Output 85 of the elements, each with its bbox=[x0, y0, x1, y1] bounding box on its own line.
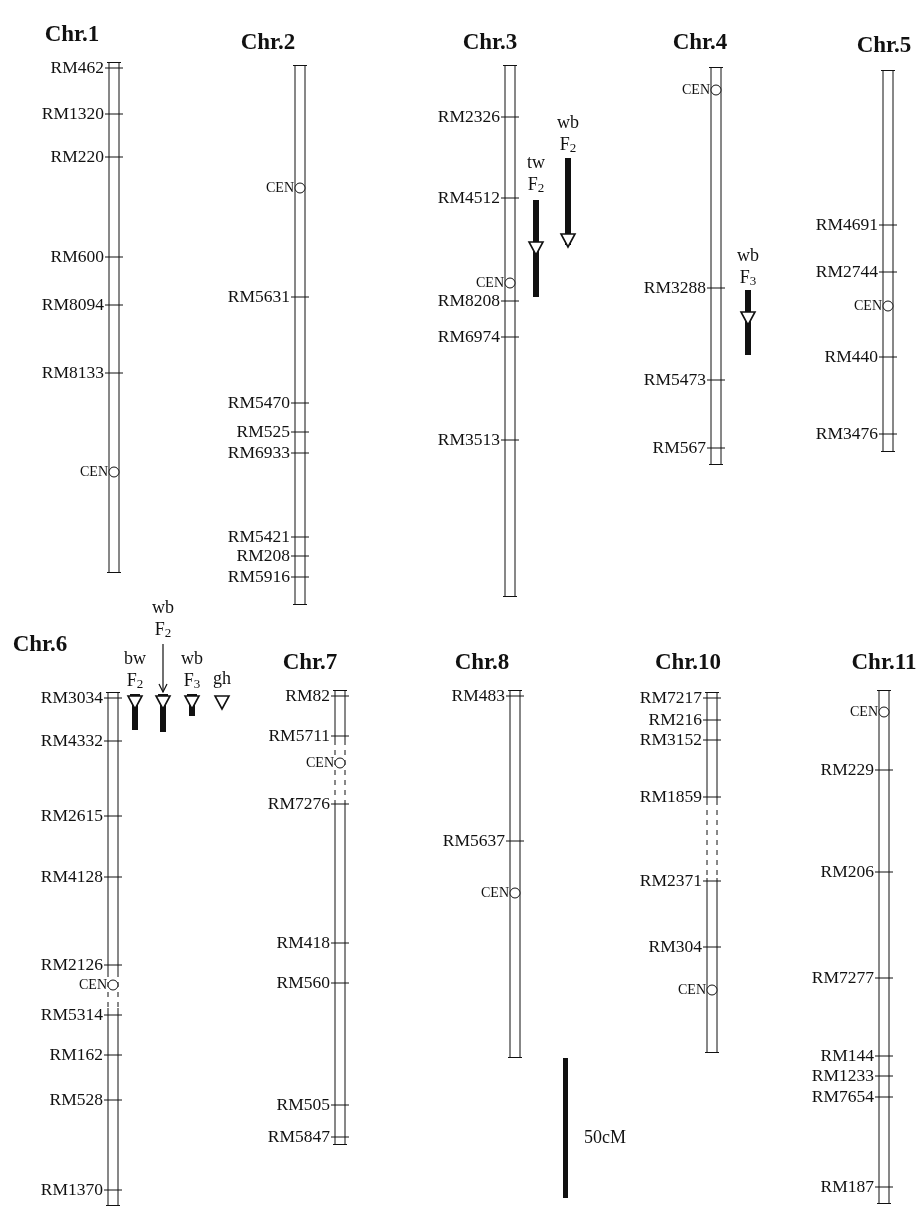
marker-label: RM2126 bbox=[40, 956, 103, 974]
marker-label: RM7276 bbox=[267, 795, 330, 813]
marker-label: RM525 bbox=[236, 423, 290, 441]
centromere-label: CEN bbox=[850, 705, 878, 719]
marker-label: RM3152 bbox=[639, 731, 702, 749]
marker-label: RM162 bbox=[49, 1046, 103, 1064]
qtl-label: wb F$_{3}$ bbox=[181, 647, 203, 693]
marker-label: RM5916 bbox=[227, 568, 290, 586]
qtl-label: gh bbox=[213, 667, 231, 689]
centromere-label: CEN bbox=[266, 181, 294, 195]
marker-label: RM1859 bbox=[639, 788, 702, 806]
marker-label: RM5637 bbox=[442, 832, 505, 850]
scale-label: 50cM bbox=[584, 1128, 626, 1146]
marker-label: RM3513 bbox=[437, 431, 500, 449]
marker-label: RM440 bbox=[824, 348, 878, 366]
qtl-label: wb F$_{2}$ bbox=[557, 111, 579, 157]
marker-label: RM216 bbox=[648, 711, 702, 729]
marker-label: RM4128 bbox=[40, 868, 103, 886]
centromere-label: CEN bbox=[79, 978, 107, 992]
centromere-label: CEN bbox=[306, 756, 334, 770]
marker-label: RM3476 bbox=[815, 425, 878, 443]
marker-label: RM462 bbox=[50, 59, 104, 77]
marker-label: RM5631 bbox=[227, 288, 290, 306]
chromosome-title: Chr.2 bbox=[240, 30, 296, 53]
marker-label: RM144 bbox=[820, 1047, 874, 1065]
marker-label: RM4512 bbox=[437, 189, 500, 207]
marker-label: RM8094 bbox=[41, 296, 104, 314]
marker-label: RM206 bbox=[820, 863, 874, 881]
centromere-label: CEN bbox=[476, 276, 504, 290]
marker-label: RM6933 bbox=[227, 444, 290, 462]
marker-label: RM7277 bbox=[811, 969, 874, 987]
chromosome-title: Chr.3 bbox=[462, 30, 518, 53]
marker-label: RM560 bbox=[276, 974, 330, 992]
chromosome-title: Chr.8 bbox=[454, 650, 510, 673]
centromere-label: CEN bbox=[80, 465, 108, 479]
marker-label: RM220 bbox=[50, 148, 104, 166]
marker-label: RM505 bbox=[276, 1096, 330, 1114]
marker-label: RM6974 bbox=[437, 328, 500, 346]
marker-label: RM5421 bbox=[227, 528, 290, 546]
chromosome-title: Chr.4 bbox=[672, 30, 728, 53]
marker-label: RM600 bbox=[50, 248, 104, 266]
marker-label: RM2744 bbox=[815, 263, 878, 281]
chromosome-title: Chr.7 bbox=[282, 650, 338, 673]
qtl-label: wb F$_{3}$ bbox=[737, 244, 759, 290]
marker-label: RM2371 bbox=[639, 872, 702, 890]
leader-arrow bbox=[158, 643, 168, 693]
marker-label: RM3288 bbox=[643, 279, 706, 297]
chromosome-title: Chr.5 bbox=[856, 33, 912, 56]
marker-label: RM8208 bbox=[437, 292, 500, 310]
marker-label: RM7217 bbox=[639, 689, 702, 707]
marker-label: RM1233 bbox=[811, 1067, 874, 1085]
marker-label: RM82 bbox=[285, 687, 330, 705]
centromere-label: CEN bbox=[481, 886, 509, 900]
marker-label: RM4691 bbox=[815, 216, 878, 234]
qtl-label: bw F$_{2}$ bbox=[124, 647, 146, 693]
chromosome-title: Chr.6 bbox=[12, 632, 68, 655]
centromere-label: CEN bbox=[854, 299, 882, 313]
marker-label: RM8133 bbox=[41, 364, 104, 382]
centromere-label: CEN bbox=[678, 983, 706, 997]
marker-label: RM187 bbox=[820, 1178, 874, 1196]
qtl-label: wb F$_{2}$ bbox=[152, 596, 174, 642]
chromosome-title: Chr.10 bbox=[654, 650, 722, 673]
marker-label: RM2615 bbox=[40, 807, 103, 825]
qtl-label: tw F$_{2}$ bbox=[527, 151, 545, 197]
marker-label: RM208 bbox=[236, 547, 290, 565]
marker-label: RM5473 bbox=[643, 371, 706, 389]
marker-label: RM3034 bbox=[40, 689, 103, 707]
marker-label: RM1320 bbox=[41, 105, 104, 123]
chromosome-title: Chr.11 bbox=[851, 650, 917, 673]
marker-label: RM483 bbox=[451, 687, 505, 705]
marker-label: RM5847 bbox=[267, 1128, 330, 1146]
marker-label: RM528 bbox=[49, 1091, 103, 1109]
marker-label: RM4332 bbox=[40, 732, 103, 750]
marker-label: RM2326 bbox=[437, 108, 500, 126]
marker-label: RM5470 bbox=[227, 394, 290, 412]
centromere-label: CEN bbox=[682, 83, 710, 97]
marker-label: RM7654 bbox=[811, 1088, 874, 1106]
marker-label: RM418 bbox=[276, 934, 330, 952]
marker-label: RM5314 bbox=[40, 1006, 103, 1024]
marker-label: RM5711 bbox=[268, 727, 330, 745]
marker-label: RM1370 bbox=[40, 1181, 103, 1199]
marker-label: RM229 bbox=[820, 761, 874, 779]
marker-label: RM567 bbox=[652, 439, 706, 457]
chromosome-title: Chr.1 bbox=[44, 22, 100, 45]
marker-label: RM304 bbox=[648, 938, 702, 956]
